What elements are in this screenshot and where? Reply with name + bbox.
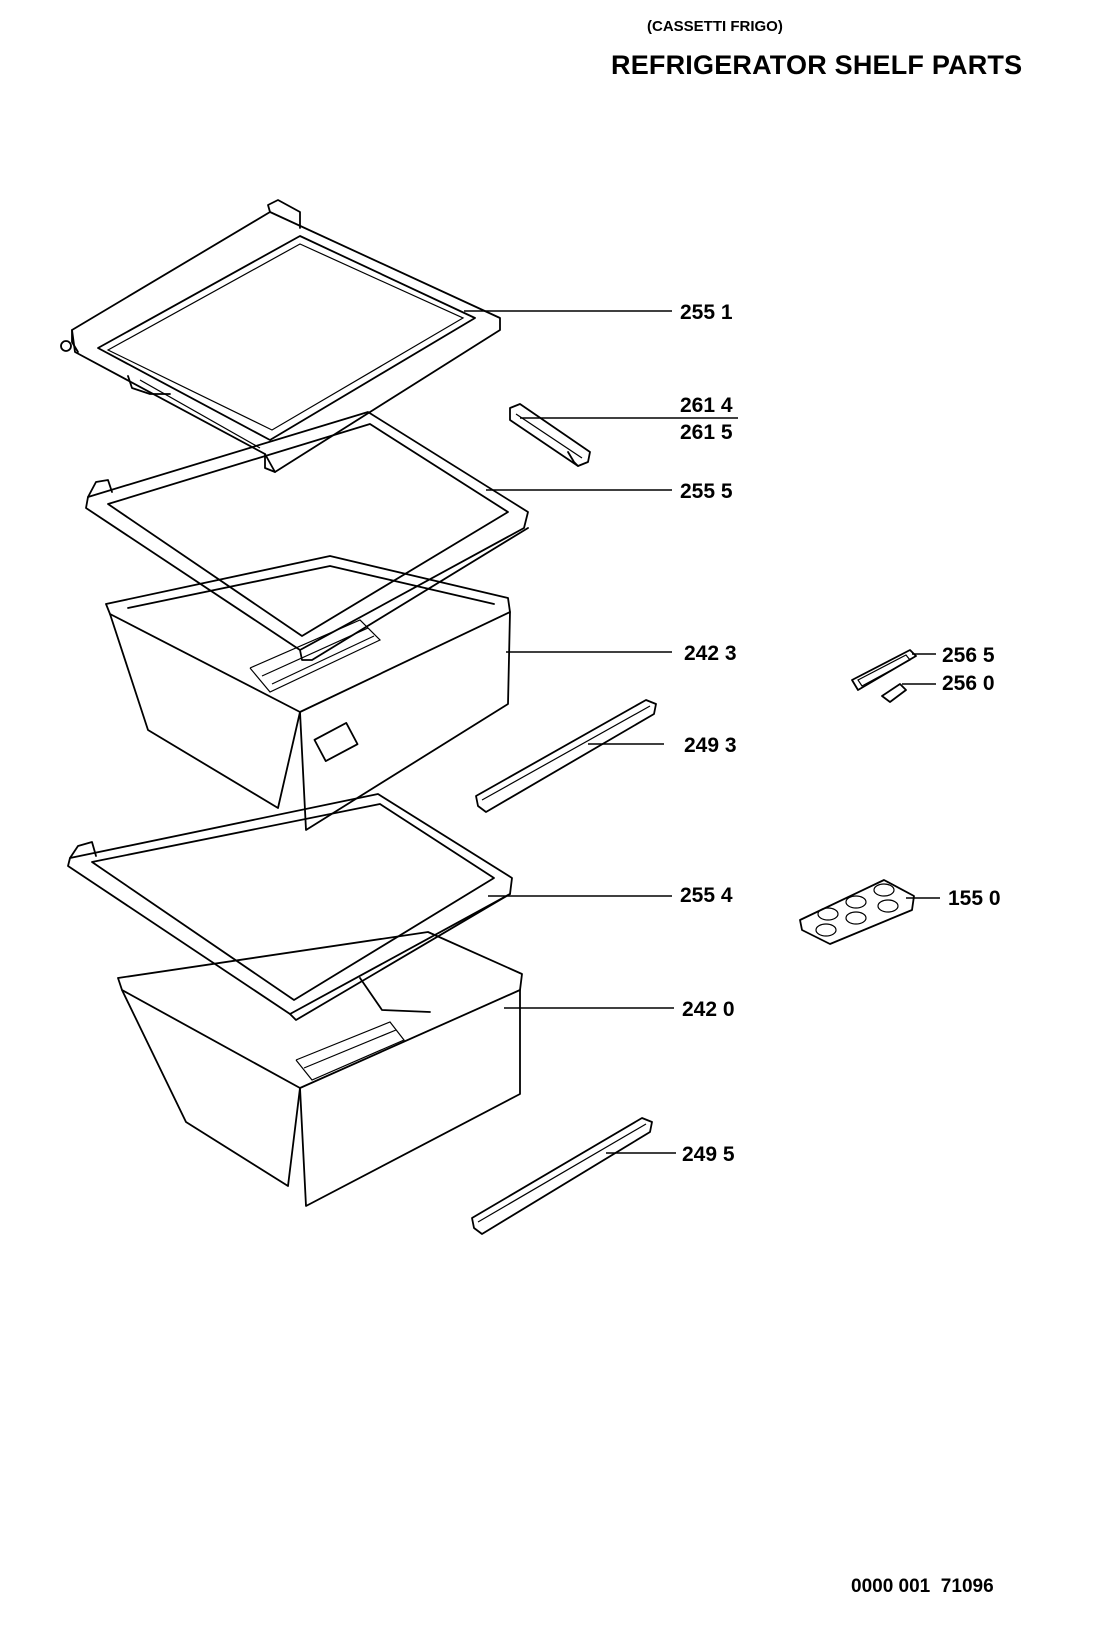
diagram-title: REFRIGERATOR SHELF PARTS: [611, 50, 1023, 80]
leader-lines: [464, 310, 940, 1154]
label-249-5: 249 5: [682, 1143, 735, 1166]
document-number: 0000 001 71096: [851, 1576, 994, 1597]
part-242-3-crisper-drawer: [105, 555, 511, 831]
part-249-5-drawer-rail: [471, 1117, 653, 1235]
label-255-1: 255 1: [680, 301, 733, 324]
label-155-0: 155 0: [948, 887, 1001, 910]
part-255-5-glass-shelf: [85, 411, 529, 661]
part-242-0-crisper-drawer: [117, 931, 523, 1207]
label-256-0: 256 0: [942, 672, 995, 695]
part-255-4-glass-shelf: [67, 793, 513, 1021]
diagram-subtitle: (CASSETTI FRIGO): [647, 18, 783, 35]
label-256-5: 256 5: [942, 644, 995, 667]
label-255-4: 255 4: [680, 884, 733, 907]
part-256-clips: [851, 649, 917, 703]
label-249-3: 249 3: [684, 734, 737, 757]
label-242-3: 242 3: [684, 642, 737, 665]
part-155-0-egg-tray: [799, 879, 915, 945]
part-255-1-glass-shelf: [60, 199, 501, 473]
label-242-0: 242 0: [682, 998, 735, 1021]
part-261-bracket: [509, 403, 591, 467]
label-255-5: 255 5: [680, 480, 733, 503]
label-261-5: 261 5: [680, 421, 733, 444]
label-261-4: 261 4: [680, 394, 733, 417]
part-249-3-drawer-rail: [475, 699, 657, 813]
